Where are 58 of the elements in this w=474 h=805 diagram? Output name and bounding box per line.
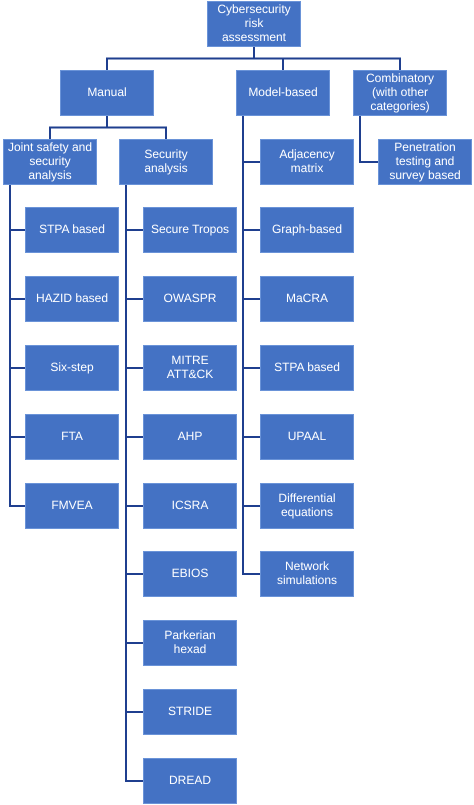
box-label: UPAAL bbox=[288, 430, 326, 444]
box-label: STRIDE bbox=[168, 705, 212, 719]
box-label: Joint safety and security analysis bbox=[7, 141, 93, 183]
box-label: Parkerian hexad bbox=[163, 629, 217, 657]
category-box bbox=[143, 414, 237, 460]
box-label: FTA bbox=[61, 430, 83, 444]
box-label: Combinatory (with other categories) bbox=[364, 72, 436, 114]
category-box bbox=[143, 758, 237, 804]
box-label: OWASPR bbox=[164, 292, 216, 306]
box-label: Six-step bbox=[50, 361, 94, 375]
box-label: Cybersecurity risk assessment bbox=[216, 3, 292, 45]
box-label: STPA based bbox=[39, 223, 105, 237]
category-box bbox=[143, 345, 237, 391]
box-label: DREAD bbox=[168, 774, 211, 788]
box-label: MaCRA bbox=[286, 292, 328, 306]
category-box bbox=[25, 207, 119, 253]
category-box bbox=[143, 276, 237, 322]
box-label: Secure Tropos bbox=[150, 223, 230, 237]
connector-line bbox=[253, 47, 401, 70]
category-box bbox=[143, 551, 237, 597]
box-label: Penetration testing and survey based bbox=[388, 141, 462, 183]
category-box bbox=[143, 207, 237, 253]
category-box bbox=[353, 70, 447, 116]
box-label: Security analysis bbox=[143, 148, 189, 176]
category-box bbox=[143, 483, 237, 529]
connector-line bbox=[9, 185, 25, 507]
category-box bbox=[260, 345, 354, 391]
category-box bbox=[25, 483, 119, 529]
box-label: FMVEA bbox=[51, 499, 93, 513]
category-box bbox=[143, 620, 237, 666]
box-label: Model-based bbox=[248, 86, 318, 100]
box-label: Adjacency matrix bbox=[278, 148, 336, 176]
category-box bbox=[119, 139, 213, 185]
box-label: Manual bbox=[87, 86, 127, 100]
box-label: Differential equations bbox=[277, 492, 337, 520]
connector-line bbox=[359, 116, 378, 163]
category-box bbox=[236, 70, 330, 116]
category-box bbox=[207, 1, 301, 47]
box-label: EBIOS bbox=[172, 567, 208, 581]
category-box bbox=[260, 207, 354, 253]
category-box bbox=[260, 483, 354, 529]
category-box bbox=[260, 276, 354, 322]
category-box bbox=[260, 139, 354, 185]
category-box bbox=[378, 139, 472, 185]
box-label: ICSRA bbox=[172, 499, 208, 513]
category-box bbox=[25, 414, 119, 460]
box-label: HAZID based bbox=[36, 292, 108, 306]
category-box bbox=[260, 551, 354, 597]
box-label: STPA based bbox=[274, 361, 340, 375]
box-label: Network simulations bbox=[276, 560, 338, 588]
category-box bbox=[143, 689, 237, 735]
box-label: AHP bbox=[178, 430, 202, 444]
category-box bbox=[25, 345, 119, 391]
box-label: MITRE ATT&CK bbox=[166, 354, 214, 382]
category-box bbox=[60, 70, 154, 116]
category-box bbox=[260, 414, 354, 460]
box-label: Graph-based bbox=[272, 223, 342, 237]
category-box bbox=[25, 276, 119, 322]
